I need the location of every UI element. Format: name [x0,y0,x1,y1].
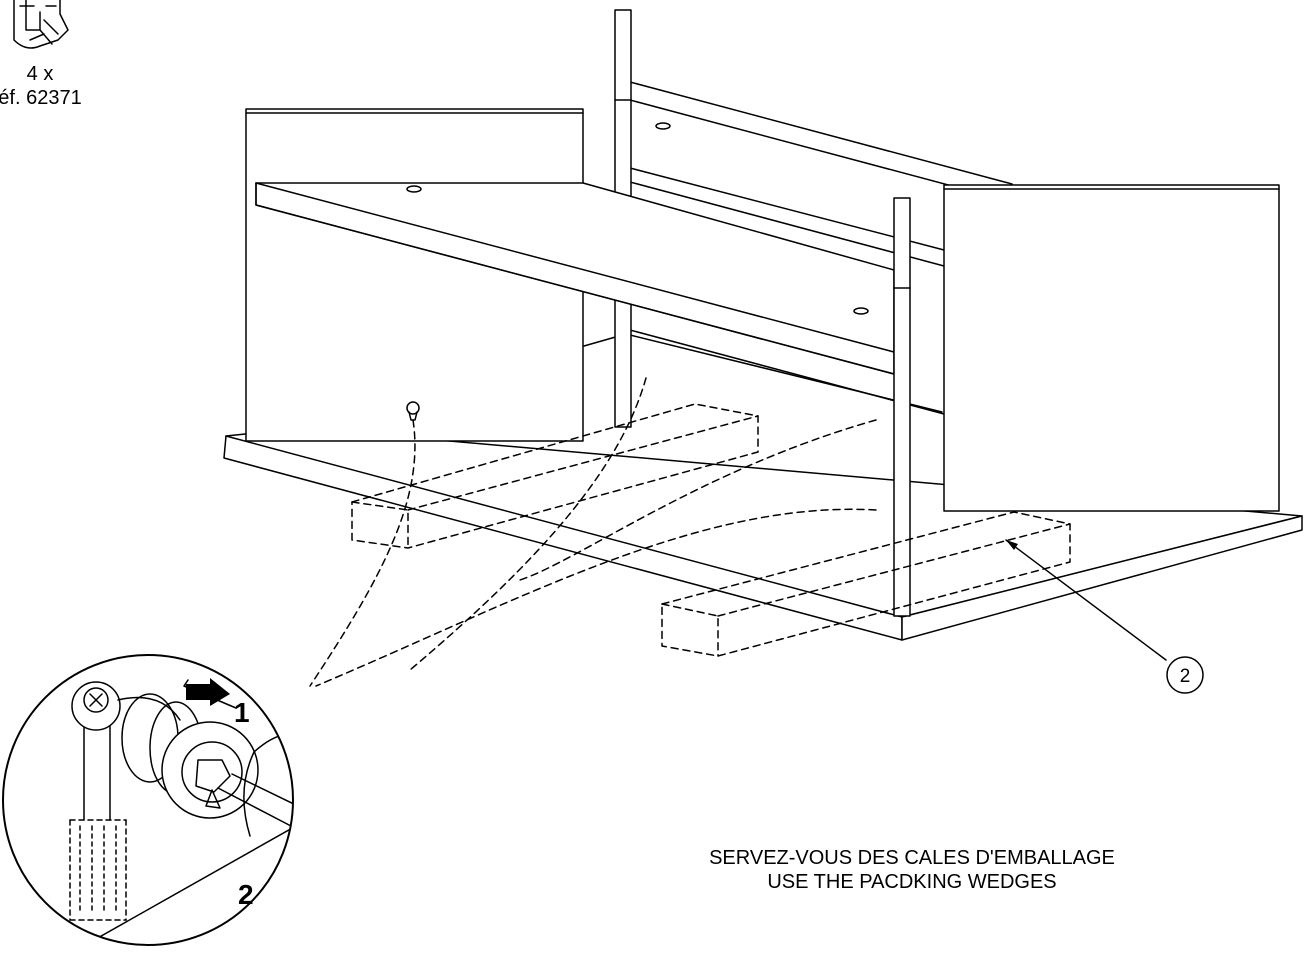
base-panel [223,427,1303,641]
instruction-french: SERVEZ-VOUS DES CALES D'EMBALLAGE [709,847,1115,869]
instruction-english: USE THE PACDKING WEDGES [767,871,1056,893]
cam-lock-tighten-icon [69,679,293,945]
upright-front-right [893,197,911,617]
item-leader [1005,539,1167,661]
item-marker-circle [1166,656,1204,694]
item-marker-number: 2 [1180,666,1191,687]
dashed-guide-arcs [309,377,877,687]
step-2-label: 2 [238,879,254,910]
step-1-label: 1 [234,697,250,728]
part-reference: éf. 62371 [0,87,82,109]
cam-lock-fitting-icon [13,0,69,49]
packing-wedge-left [351,403,759,549]
packing-wedge-right [661,511,1071,657]
right-side-panel [943,184,1280,512]
part-quantity: 4 x [27,63,54,85]
detail-inset [2,654,294,946]
